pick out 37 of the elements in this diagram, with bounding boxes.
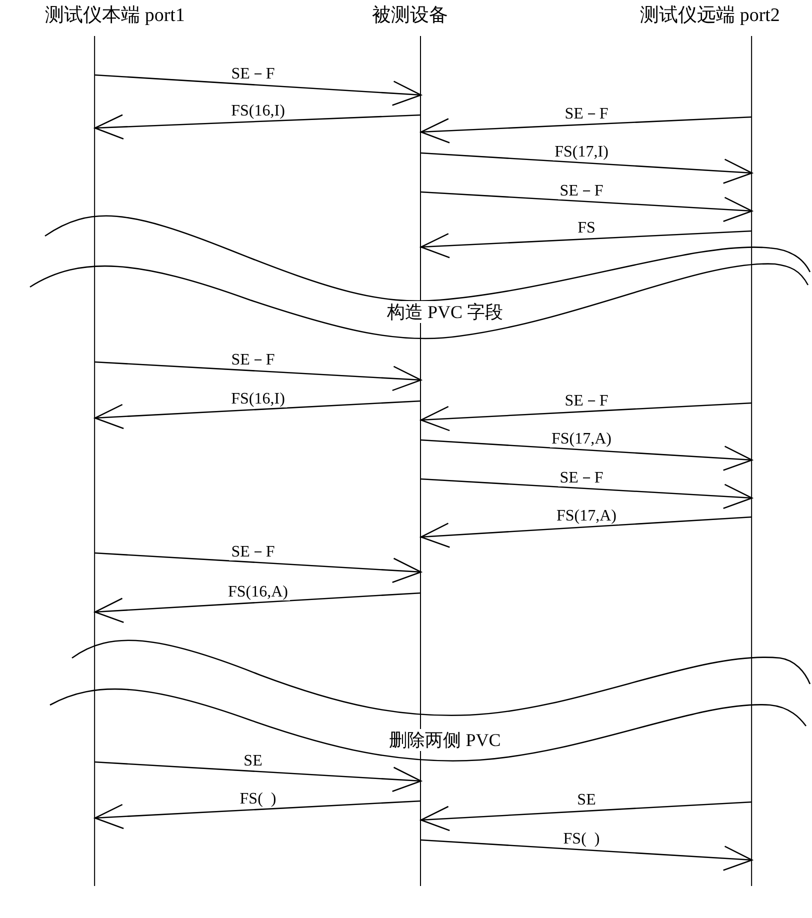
message-arrow	[420, 801, 752, 832]
message-arrow	[420, 230, 752, 258]
edge-label: FS(17,I)	[552, 144, 610, 160]
message-arrow	[94, 361, 422, 392]
edge-label: SE－F	[562, 392, 610, 409]
participant	[45, 4, 185, 886]
participant-label: 测试仪远端 port2	[640, 4, 780, 28]
message-arrow	[94, 400, 422, 430]
edge-label: FS( )	[561, 830, 602, 848]
message-arrow	[94, 114, 422, 140]
message-arrow	[420, 152, 753, 184]
participant	[640, 4, 780, 886]
message-arrow	[94, 552, 422, 583]
edge-label: SE－F	[562, 105, 610, 122]
message-arrow	[94, 761, 422, 792]
message-arrow	[420, 839, 753, 871]
message-arrow	[420, 478, 753, 510]
message-arrow	[420, 116, 752, 144]
edge-label: FS(17,A)	[554, 508, 618, 524]
edge-label: FS(16,I)	[229, 390, 287, 407]
participant-label: 测试仪本端 port1	[45, 4, 185, 28]
message-arrow	[420, 191, 753, 222]
edge-label: SE－F	[229, 543, 277, 560]
message-arrow	[94, 592, 422, 623]
edge-label: FS( )	[238, 790, 278, 807]
edge-label: SE	[242, 752, 264, 769]
participant-label: 被测设备	[372, 4, 448, 28]
edge-label: FS(17,A)	[550, 430, 614, 448]
message-arrow	[94, 800, 422, 830]
edge-label: SE－F	[558, 182, 606, 199]
message-arrow	[420, 516, 752, 548]
message-arrow	[420, 402, 752, 432]
message-arrow	[420, 439, 753, 471]
edge-label: FS(16,A)	[226, 583, 290, 600]
message-arrow	[94, 74, 422, 106]
edge-label: SE－F	[558, 469, 606, 486]
edge-label: FS(16,I)	[229, 102, 287, 119]
